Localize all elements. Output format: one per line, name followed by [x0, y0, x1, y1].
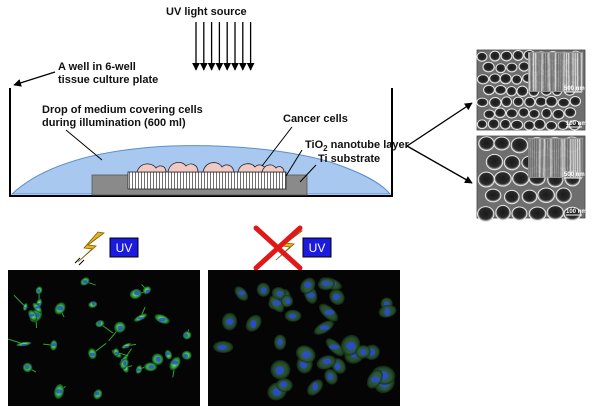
- uv-source-label: UV light source: [166, 6, 247, 18]
- uv-badge-right-text: UV: [309, 241, 326, 255]
- sem-image-1: 500 nm 100 nm: [476, 49, 587, 131]
- nanotube-label-prefix: TiO: [305, 139, 324, 151]
- uv-badge-left-text: UV: [116, 241, 133, 255]
- well-label-line2: tissue culture plate: [58, 74, 158, 86]
- nanotube-label-subscript: 2: [323, 144, 328, 153]
- sem-image-2-scale-top: 500 nm: [564, 172, 585, 178]
- well-pointer-arrow: [13, 71, 56, 87]
- sem-pointer-top: [406, 102, 473, 147]
- micrograph-untreated: [208, 270, 400, 406]
- sem-image-1-scale-bottom: 100 nm: [566, 121, 587, 127]
- substrate-label: Ti substrate: [318, 153, 380, 165]
- substrate-pointer: [299, 164, 317, 183]
- uv-off-indicator: UV: [253, 225, 332, 271]
- uv-badge-right: [302, 237, 332, 258]
- cancer-cells-pointer: [261, 126, 293, 167]
- sem-image-2-scale-bottom: 100 nm: [566, 209, 587, 215]
- uv-on-indicator: UV: [74, 231, 139, 266]
- uv-light-arrows: [192, 22, 255, 71]
- drop-pointer-line: [65, 129, 103, 161]
- sem-image-1-scale-top: 500 nm: [564, 86, 585, 92]
- uv-badge-left: [109, 237, 139, 258]
- cancer-cells: [136, 161, 285, 173]
- nanotube-label-suffix: nanotube layer: [328, 139, 410, 151]
- sem-pointer-bottom: [406, 145, 473, 184]
- well-container: [9, 88, 393, 197]
- nanotube-label: TiO2 nanotube layer: [305, 139, 410, 153]
- well-label-line1: A well in 6-well: [58, 61, 136, 73]
- micrograph-uv-treated: [8, 270, 200, 406]
- drop-label-line2: during illumination (600 ml): [42, 117, 186, 129]
- nanotube-pointer: [285, 149, 303, 177]
- nanotube-layer: [127, 171, 287, 190]
- cancer-cells-label: Cancer cells: [283, 113, 348, 125]
- sem-image-2: 500 nm 100 nm: [476, 135, 587, 223]
- lightning-icon: [77, 231, 105, 263]
- drop-label-line1: Drop of medium covering cells: [42, 104, 203, 116]
